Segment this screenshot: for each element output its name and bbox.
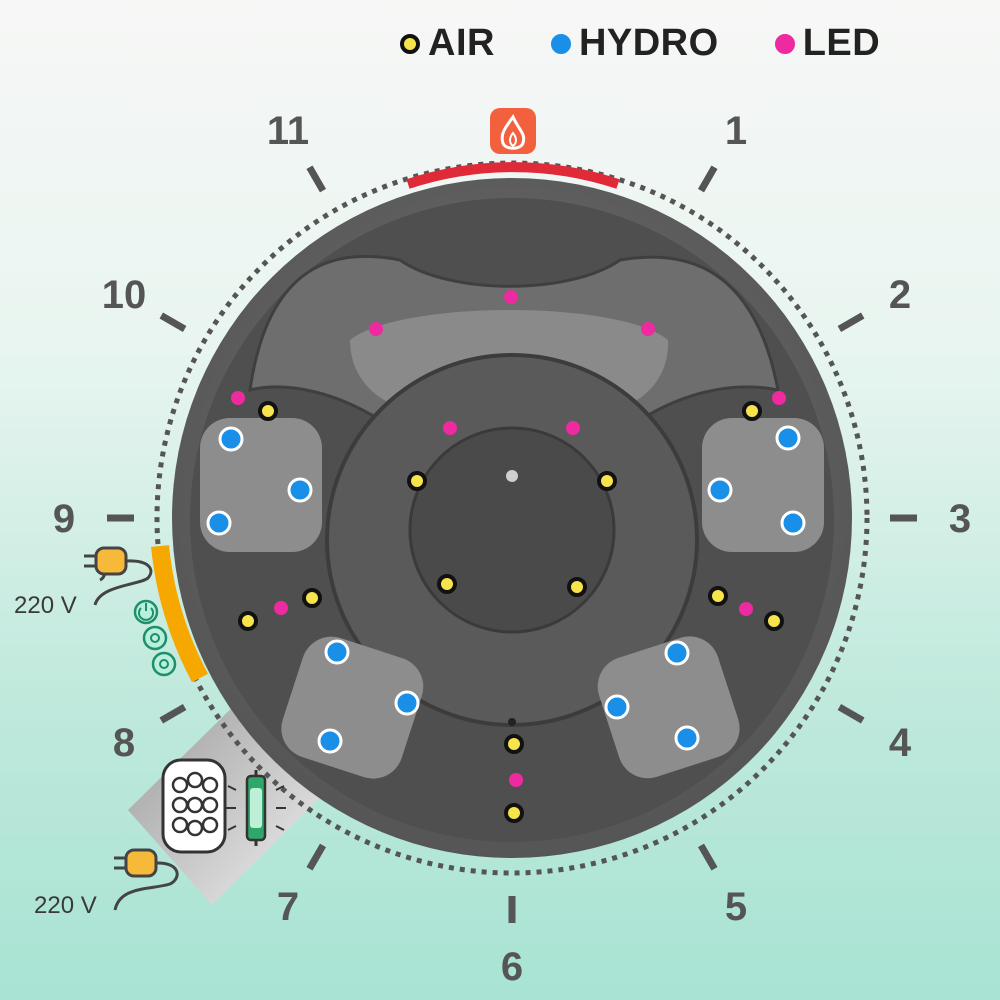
- clock-label-2: 2: [889, 273, 911, 317]
- clock-label-7: 7: [277, 885, 299, 929]
- clock-positions: 1 2 3 4 5 6 7 8 9 10 11: [53, 109, 971, 989]
- hydro-jet: [324, 639, 350, 665]
- filter-cartridge-icon: [161, 758, 227, 854]
- clock-tick-4: [837, 703, 865, 724]
- legend-air: AIR: [400, 22, 495, 65]
- drain: [506, 470, 518, 482]
- clock-label-5: 5: [725, 885, 747, 929]
- heater-arc: [406, 162, 620, 189]
- hydro-jet: [287, 477, 313, 503]
- led-jet: [369, 322, 383, 336]
- plug-icon: [84, 546, 153, 606]
- hydro-jet: [780, 510, 806, 536]
- plug-icon: [113, 848, 179, 911]
- clock-label-8: 8: [113, 721, 135, 765]
- hydro-jet: [707, 477, 733, 503]
- hydro-jet: [775, 425, 801, 451]
- clock-tick-7: [306, 843, 327, 871]
- footwell-inner: [408, 426, 616, 634]
- air-jet: [504, 734, 524, 754]
- legend-led-label: LED: [802, 22, 881, 64]
- legend-hydro: HYDRO: [550, 22, 719, 65]
- led-jet: [274, 601, 288, 615]
- hydro-dot-icon: [550, 33, 571, 54]
- air-jet: [764, 611, 784, 631]
- voltage-label-top: 220 V: [14, 592, 77, 619]
- led-jet: [509, 773, 523, 787]
- seat-bottom-right: [597, 636, 740, 779]
- led-jet: [443, 421, 457, 435]
- clock-label-4: 4: [889, 721, 912, 765]
- clock-tick-1: [697, 165, 718, 193]
- floor-drain: [508, 718, 516, 726]
- air-jet: [302, 588, 322, 608]
- control-panel-arc: [151, 545, 208, 683]
- control-knob-icon: [142, 625, 168, 651]
- hydro-jet: [604, 694, 630, 720]
- clock-tick-10: [159, 312, 187, 333]
- air-jet: [597, 471, 617, 491]
- led-jet: [772, 391, 786, 405]
- hydro-jet: [218, 426, 244, 452]
- air-dot-icon: [400, 33, 420, 54]
- clock-label-6: 6: [501, 945, 523, 989]
- hydro-jet: [664, 640, 690, 666]
- control-knob-icon: [151, 651, 177, 677]
- legend-led: LED: [774, 22, 881, 65]
- led-dot-icon: [774, 33, 795, 54]
- led-jet: [739, 602, 753, 616]
- led-jet: [504, 290, 518, 304]
- clock-label-9: 9: [53, 497, 75, 541]
- clock-label-11: 11: [267, 109, 309, 153]
- led-jet: [566, 421, 580, 435]
- air-jet: [437, 574, 457, 594]
- uv-lamp-icon: [226, 770, 286, 846]
- air-jet: [258, 401, 278, 421]
- legend-air-label: AIR: [428, 22, 495, 64]
- clock-label-10: 10: [102, 273, 147, 317]
- voltage-label-bottom: 220 V: [34, 892, 97, 919]
- flame-icon: [490, 108, 536, 154]
- hydro-jet: [394, 690, 420, 716]
- seat-bottom-left: [281, 636, 424, 779]
- clock-tick-8: [159, 703, 187, 724]
- hydro-jet: [317, 728, 343, 754]
- air-jet: [238, 611, 258, 631]
- hydro-jet: [674, 725, 700, 751]
- led-jet: [641, 322, 655, 336]
- hydro-jet: [206, 510, 232, 536]
- legend: AIR HYDRO LED: [400, 22, 936, 65]
- clock-label-1: 1: [725, 109, 747, 153]
- clock-tick-5: [697, 843, 718, 871]
- air-jet: [504, 803, 524, 823]
- air-jet: [567, 577, 587, 597]
- clock-tick-2: [837, 312, 865, 333]
- air-jet: [742, 401, 762, 421]
- air-jet: [708, 586, 728, 606]
- clock-label-3: 3: [949, 497, 971, 541]
- legend-hydro-label: HYDRO: [578, 22, 719, 64]
- power-button-icon: [133, 599, 159, 625]
- clock-tick-11: [306, 165, 327, 193]
- jets: [206, 290, 806, 823]
- led-jet: [231, 391, 245, 405]
- air-jet: [407, 471, 427, 491]
